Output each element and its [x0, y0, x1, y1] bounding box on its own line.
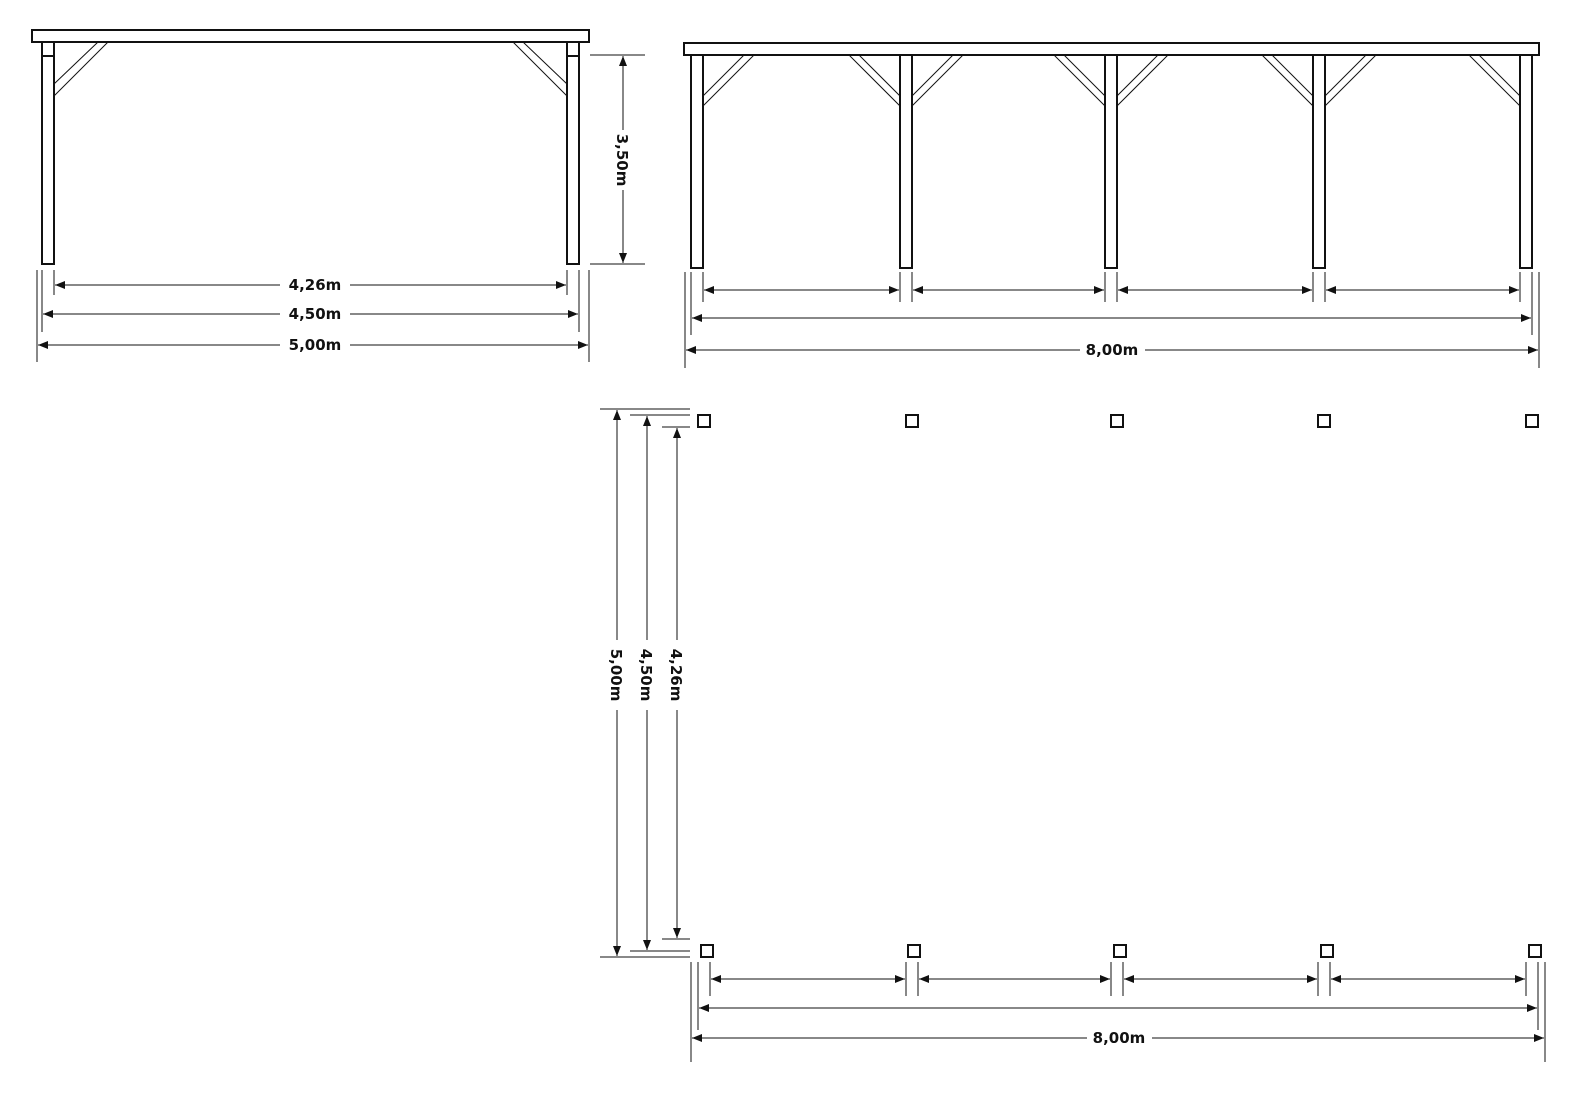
plan-depth-dimensions [613, 410, 681, 956]
plan-depth-outer-label: 5,00m [607, 649, 625, 702]
plan-extension-lines [690, 962, 1546, 1062]
front-view [31, 29, 645, 362]
front-post-right [566, 41, 580, 265]
side-post-1 [690, 54, 704, 269]
side-post-3 [1104, 54, 1118, 269]
plan-post [1113, 944, 1127, 958]
side-view [683, 42, 1540, 368]
plan-post [905, 414, 919, 428]
front-width-dimensions [38, 281, 588, 349]
plan-depth-extension-lines [600, 408, 690, 958]
plan-posts-bottom-row [700, 944, 1542, 958]
side-total-length-label: 8,00m [1086, 341, 1139, 359]
side-extension-lines [684, 272, 1540, 368]
plan-post [697, 414, 711, 428]
side-span-dimensions [686, 286, 1538, 354]
side-knee-braces [702, 54, 1521, 107]
plan-post [907, 944, 921, 958]
plan-post [1525, 414, 1539, 428]
plan-post [700, 944, 714, 958]
side-post-2 [899, 54, 913, 269]
front-extension-lines [36, 270, 590, 362]
plan-post [1528, 944, 1542, 958]
side-post-5 [1519, 54, 1533, 269]
front-height-dimension [590, 54, 645, 265]
plan-depth-inner-label: 4,26m [667, 649, 685, 702]
plan-post [1110, 414, 1124, 428]
plan-post [1320, 944, 1334, 958]
plan-view [600, 408, 1546, 1062]
side-roof-beam [683, 42, 1540, 56]
plan-posts-top-row [697, 414, 1539, 428]
front-knee-brace-left [53, 41, 109, 97]
front-post-left [41, 41, 55, 265]
front-roof-width-label: 5,00m [289, 336, 342, 354]
plan-depth-posts-label: 4,50m [637, 649, 655, 702]
front-post-width-label: 4,50m [289, 305, 342, 323]
plan-span-dimensions [692, 975, 1544, 1042]
front-roof-beam [31, 29, 590, 43]
front-knee-brace-right [512, 41, 568, 97]
plan-total-length-label: 8,00m [1093, 1029, 1146, 1047]
plan-post [1317, 414, 1331, 428]
side-post-4 [1312, 54, 1326, 269]
front-inner-width-label: 4,26m [289, 276, 342, 294]
front-height-label: 3,50m [613, 134, 631, 187]
